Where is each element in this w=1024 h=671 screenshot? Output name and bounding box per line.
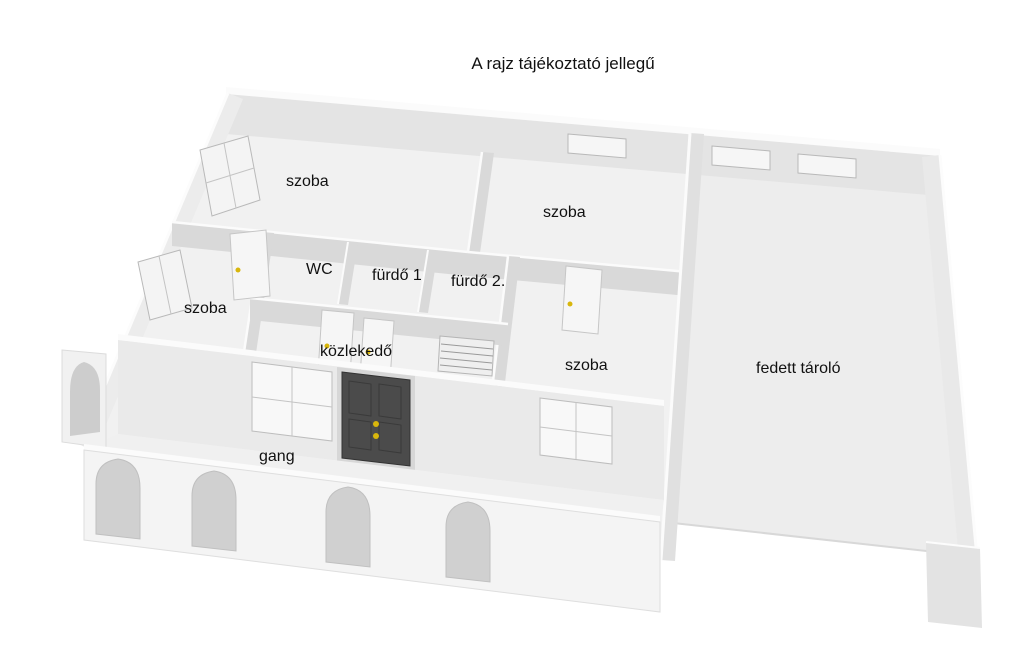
back-window-storage-1 xyxy=(711,145,771,171)
arch-opening xyxy=(95,458,141,540)
wall-storage-left xyxy=(661,133,704,561)
gang-left-end-wall xyxy=(61,349,107,449)
interior-doors xyxy=(229,229,603,381)
door-handle-icon xyxy=(365,349,371,355)
wall-wc-furdo1 xyxy=(338,242,358,305)
room-label-szoba-bottom: szoba xyxy=(565,357,608,374)
entry-door-panel xyxy=(348,380,372,417)
door-szoba-left xyxy=(229,229,271,301)
left-window-lower-mullion-v xyxy=(158,255,172,315)
entry-door-handle-icon xyxy=(373,433,379,439)
arch-opening xyxy=(325,486,371,568)
front-wall-top xyxy=(118,334,664,406)
door-handle-icon xyxy=(235,267,241,273)
room-label-fedett-tarolo: fedett tároló xyxy=(756,360,841,377)
wall-szoba1-bottom-top xyxy=(171,220,469,254)
arch-opening xyxy=(191,470,237,552)
disclaimer-title: A rajz tájékoztató jellegű xyxy=(471,54,655,73)
grille-slat xyxy=(440,343,494,350)
entry-door-panel xyxy=(378,383,402,420)
facade-top xyxy=(84,444,660,522)
radiator-grille xyxy=(437,335,495,377)
door-handle-icon xyxy=(324,343,330,349)
back-wall-top xyxy=(226,87,940,156)
room-label-kozlekedo: közlekedő xyxy=(320,343,393,360)
room-label-furdo-2: fürdő 2. xyxy=(451,273,506,290)
wall-szoba1-szoba2 xyxy=(468,152,494,253)
right-wall xyxy=(922,154,982,628)
front-window-left-mullion-h xyxy=(251,396,333,408)
entry-door xyxy=(341,371,411,467)
room-label-gang: gang xyxy=(259,448,295,465)
wall-szoba1-szoba2-top xyxy=(466,151,484,253)
front-wall xyxy=(118,334,664,500)
entry-door-handle-icon xyxy=(373,421,379,427)
door-handle-icon xyxy=(567,301,573,307)
wall-szoba2-bottom-top xyxy=(467,250,689,274)
radiator-grille-body xyxy=(437,335,495,377)
back-wall xyxy=(226,87,940,196)
door-szoba-bottom xyxy=(561,265,603,335)
wall-furdo1-furdo2 xyxy=(418,250,438,313)
wall-storage-left-top xyxy=(659,132,692,561)
left-window-upper-mullion-h xyxy=(205,167,255,184)
storage-floor-edge xyxy=(663,521,973,557)
entry-door-panel xyxy=(378,421,402,454)
grille-slat xyxy=(439,357,493,364)
wall-furdo1-furdo2-top xyxy=(417,249,429,313)
room-label-wc: WC xyxy=(306,261,333,278)
wall-kozlekedo-top-top xyxy=(249,296,509,326)
back-window-storage-2 xyxy=(797,153,857,179)
front-window-right-mullion-h xyxy=(539,426,613,437)
room-label-szoba-top-right: szoba xyxy=(543,204,586,221)
covered-storage-floor xyxy=(664,136,972,556)
grille-slat xyxy=(439,364,493,371)
right-wall-face xyxy=(922,155,977,560)
entry-door-panel xyxy=(348,418,372,451)
wall-wc-furdo1-top xyxy=(337,241,349,305)
facade xyxy=(83,444,661,613)
room-label-furdo-1: fürdő 1 xyxy=(372,267,422,284)
back-window-szoba xyxy=(567,133,627,159)
grille-slat xyxy=(440,350,494,357)
arch-opening xyxy=(445,501,491,583)
right-wall-column xyxy=(926,542,982,628)
right-wall-column-top xyxy=(925,541,981,549)
right-wall-top-edge xyxy=(938,154,979,559)
arch-opening xyxy=(70,362,100,436)
room-label-szoba-top-left: szoba xyxy=(286,173,329,190)
room-label-szoba-left: szoba xyxy=(184,300,227,317)
